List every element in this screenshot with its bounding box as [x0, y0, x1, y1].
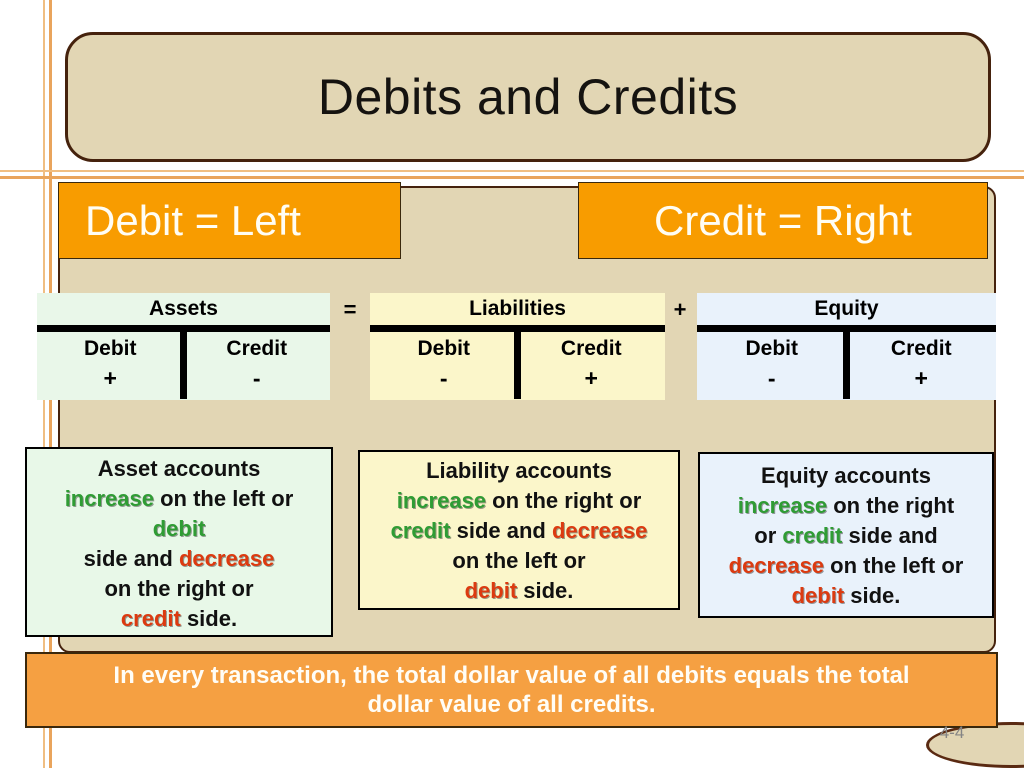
- explanation-segment: debit: [152, 516, 206, 541]
- explanation-segment: credit: [782, 523, 843, 548]
- explanation-segment: debit: [791, 583, 845, 608]
- explanation-line: increase on the right: [738, 491, 954, 521]
- explanation-segment: on the right or: [104, 576, 254, 601]
- explanation-segment: increase: [737, 493, 828, 518]
- explanation-segment: side.: [517, 578, 574, 603]
- decorative-horizontal-line-1: [0, 170, 1024, 172]
- explanation-line: Asset accounts: [98, 454, 261, 484]
- t-account-credit-label: Credit: [560, 337, 622, 360]
- explanation-line: on the left or: [452, 546, 585, 576]
- explanation-line: on the right or: [104, 574, 253, 604]
- explanation-line: increase on the right or: [397, 486, 642, 516]
- explanation-segment: side and: [83, 546, 179, 571]
- debit-banner: Debit = Left: [58, 182, 401, 259]
- footer-text-line-2: dollar value of all credits.: [367, 691, 656, 718]
- t-account-divider: [514, 325, 521, 399]
- explanation-segment: decrease: [728, 553, 825, 578]
- t-account-debit-label: Debit: [84, 337, 137, 360]
- t-account-credit-sign: +: [914, 365, 928, 391]
- liability-explanation-box: Liability accounts increase on the right …: [358, 450, 680, 610]
- t-account-debit-label: Debit: [745, 337, 799, 360]
- debit-banner-label: Debit = Left: [85, 196, 301, 244]
- t-account-debit-sign: -: [767, 365, 776, 391]
- t-account-debit-sign: -: [439, 365, 448, 391]
- equals-operator: =: [343, 297, 357, 322]
- explanation-line: credit side and decrease: [391, 516, 648, 546]
- t-account-title: Equity: [814, 297, 879, 320]
- explanation-segment: on the left or: [824, 553, 964, 578]
- t-account-credit-sign: +: [584, 365, 598, 391]
- t-account-divider: [843, 325, 850, 399]
- page-title: Debits and Credits: [317, 69, 739, 125]
- explanation-segment: side.: [180, 606, 238, 631]
- explanation-segment: side and: [450, 518, 552, 543]
- page-number: 4-4: [939, 723, 965, 742]
- t-account-debit-sign: +: [103, 365, 117, 391]
- credit-banner: Credit = Right: [578, 182, 988, 259]
- plus-operator: +: [673, 297, 687, 322]
- explanation-segment: decrease: [551, 518, 648, 543]
- explanation-segment: increase: [64, 486, 154, 511]
- t-account-title: Assets: [149, 297, 218, 320]
- explanation-segment: side and: [842, 523, 938, 548]
- explanation-segment: credit: [390, 518, 451, 543]
- footer-banner: In every transaction, the total dollar v…: [25, 652, 998, 728]
- explanation-segment: side.: [844, 583, 901, 608]
- t-account-divider: [180, 325, 187, 399]
- explanation-segment: debit: [464, 578, 518, 603]
- t-account-debit-label: Debit: [417, 337, 471, 360]
- explanation-segment: on the right or: [486, 488, 642, 513]
- explanation-segment: increase: [396, 488, 487, 513]
- t-account-credit-sign: -: [252, 365, 261, 391]
- explanation-segment: decrease: [178, 546, 275, 571]
- explanation-line: Equity accounts: [761, 461, 931, 491]
- t-account-title: Liabilities: [469, 297, 566, 320]
- explanation-line: or credit side and: [754, 521, 937, 551]
- explanation-line: credit side.: [121, 604, 237, 634]
- explanation-line: Liability accounts: [426, 456, 612, 486]
- explanation-segment: on the left or: [452, 548, 586, 573]
- explanation-line: debit side.: [792, 581, 901, 611]
- explanation-segment: on the left or: [153, 486, 294, 511]
- explanation-line: decrease on the left or: [729, 551, 964, 581]
- title-box: Debits and Credits: [65, 32, 991, 162]
- explanation-segment: on the right: [827, 493, 955, 518]
- explanation-segment: Asset accounts: [97, 456, 261, 481]
- explanation-line: increase on the left or: [65, 484, 294, 514]
- decorative-horizontal-line-2: [0, 176, 1024, 179]
- explanation-line: side and decrease: [84, 544, 275, 574]
- explanation-segment: or: [754, 523, 783, 548]
- explanation-segment: credit: [120, 606, 181, 631]
- explanation-line: debit: [153, 514, 206, 544]
- explanation-segment: Equity accounts: [761, 463, 931, 488]
- t-account-credit-label: Credit: [890, 337, 952, 360]
- t-account-credit-label: Credit: [226, 337, 288, 360]
- explanation-segment: Liability accounts: [426, 458, 612, 483]
- credit-banner-label: Credit = Right: [654, 196, 912, 244]
- footer-text-line-1: In every transaction, the total dollar v…: [113, 662, 910, 689]
- explanation-line: debit side.: [465, 576, 574, 606]
